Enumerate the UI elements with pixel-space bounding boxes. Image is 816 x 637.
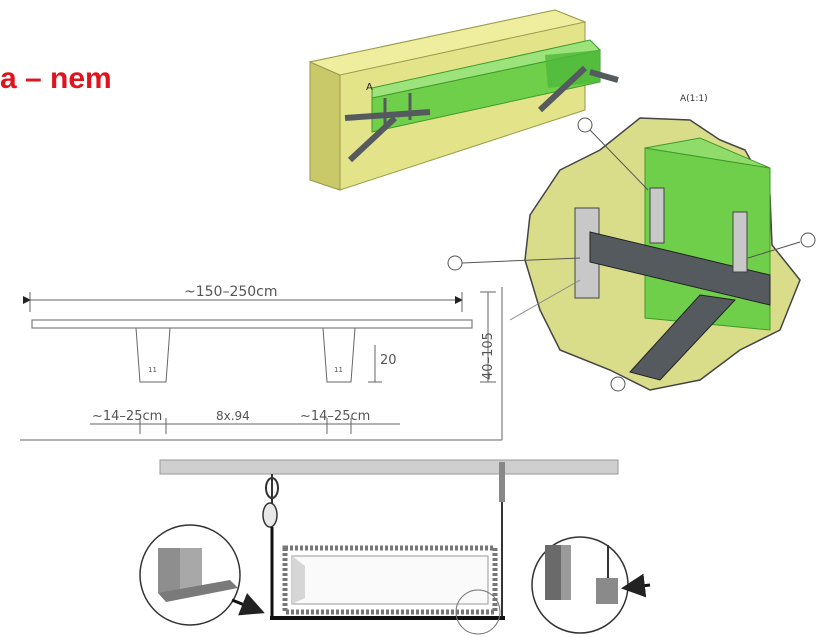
callout-bubble bbox=[800, 232, 816, 248]
span-dimension: ~150–250cm bbox=[184, 284, 278, 300]
detail-a-view bbox=[447, 117, 816, 392]
rib-height-dimension: 20 bbox=[380, 353, 397, 368]
bracket-strut-right bbox=[537, 65, 588, 113]
hanging-tray-view bbox=[139, 459, 651, 635]
wall-side bbox=[309, 61, 341, 191]
section-drawing bbox=[20, 287, 503, 441]
rib-right bbox=[322, 327, 356, 383]
callout-bubble bbox=[610, 376, 626, 392]
rib-right-label: 11 bbox=[334, 366, 343, 374]
callout-bubble bbox=[447, 255, 463, 271]
tray-box bbox=[282, 545, 498, 615]
total-height-dimension: 40–105 bbox=[481, 332, 496, 380]
slide-title: a – nem bbox=[0, 62, 112, 95]
wall-top bbox=[308, 9, 587, 76]
spacing-right-dimension: ~14–25cm bbox=[300, 409, 370, 424]
bar-spec-label: 8x.94 bbox=[216, 409, 250, 423]
callout-bubble bbox=[577, 117, 593, 133]
turnbuckle bbox=[262, 502, 278, 528]
bracket-arm-right bbox=[589, 69, 619, 83]
ceiling-slab bbox=[159, 459, 619, 475]
bracket-strut-left bbox=[347, 115, 398, 163]
rib-left bbox=[135, 327, 171, 383]
green-box-end bbox=[545, 50, 600, 88]
isometric-wall-view: A bbox=[308, 9, 619, 191]
detail-steel-strut bbox=[629, 294, 737, 381]
callout-label-a: A bbox=[366, 82, 373, 93]
bracket-arm-left bbox=[344, 109, 431, 121]
rib-left-label: 11 bbox=[148, 366, 157, 374]
detail-steel-beam bbox=[589, 231, 771, 306]
detail-scale-label: A(1:1) bbox=[680, 94, 708, 104]
slab-top bbox=[31, 319, 473, 329]
spacing-left-dimension: ~14–25cm bbox=[92, 409, 162, 424]
